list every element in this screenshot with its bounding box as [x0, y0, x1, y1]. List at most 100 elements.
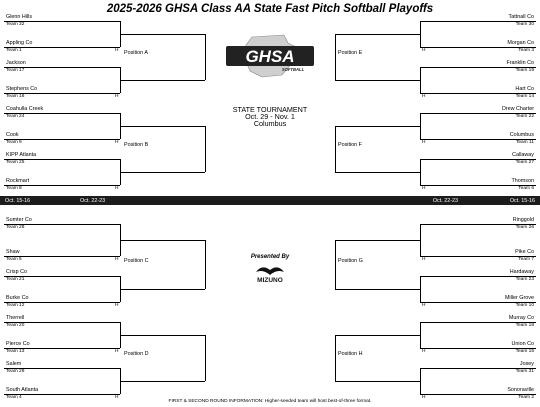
left-round2-connector — [204, 126, 206, 172]
right-team-line — [420, 46, 536, 48]
right-team-line — [420, 66, 536, 68]
right-round2-line — [335, 288, 420, 290]
right-team-seed: Team 31 — [515, 369, 534, 374]
date-left-round1: Oct. 15-16 — [5, 197, 31, 204]
left-team-line — [4, 255, 120, 257]
right-position-label: Position G — [338, 257, 363, 264]
state-tournament-heading: STATE TOURNAMENT — [232, 105, 308, 114]
left-round1-connector — [119, 276, 121, 302]
right-team-seed: Team 7 — [518, 257, 534, 262]
right-team-line — [420, 112, 536, 114]
left-team-line — [4, 184, 120, 186]
right-team-line — [420, 158, 536, 160]
right-round2-line — [335, 334, 420, 336]
right-team-name: Thomson — [511, 178, 534, 184]
left-team-line — [4, 92, 120, 94]
left-home-marker: H — [115, 186, 119, 191]
right-team-line — [420, 321, 536, 323]
left-home-marker: H — [115, 303, 119, 308]
left-team-line — [4, 321, 120, 323]
left-team-line — [4, 301, 120, 303]
left-team-seed: Team 12 — [6, 303, 25, 308]
right-home-marker: H — [422, 349, 426, 354]
right-team-seed: Team 14 — [515, 94, 534, 99]
left-team-name: Shaw — [6, 249, 20, 255]
right-team-seed: Team 26 — [515, 225, 534, 230]
left-team-name: Crisp Co — [6, 269, 27, 275]
left-round2-line — [120, 239, 205, 241]
left-round2-line — [120, 33, 205, 35]
right-team-line — [420, 393, 536, 395]
mizuno-logo: MIZUNO — [250, 262, 290, 284]
left-round2-line — [120, 125, 205, 127]
left-round1-connector — [119, 113, 121, 139]
right-home-marker: H — [422, 140, 426, 145]
right-team-name: Tattnall Co — [508, 14, 534, 20]
right-round2-connector — [334, 34, 336, 80]
left-team-line — [4, 158, 120, 160]
right-round2-line — [335, 79, 420, 81]
logo-text: GHSA — [245, 47, 294, 66]
left-round2-line — [120, 334, 205, 336]
left-round1-connector — [119, 67, 121, 93]
right-team-line — [420, 223, 536, 225]
right-round2-line — [335, 171, 420, 173]
right-round2-connector — [334, 240, 336, 289]
left-round2-connector — [204, 335, 206, 381]
left-team-line — [4, 112, 120, 114]
left-position-label: Position D — [124, 351, 149, 357]
footer-note: FIRST & SECOND ROUND INFORMATION: Higher… — [168, 399, 372, 404]
right-team-seed: Team 27 — [515, 160, 534, 165]
right-team-line — [420, 275, 536, 277]
right-team-line — [420, 184, 536, 186]
right-team-name: Sonoraville — [507, 387, 534, 393]
left-team-name: KIPP Atlanta — [6, 152, 37, 158]
left-round2-line — [120, 79, 205, 81]
left-team-name: Pierce Co — [6, 341, 30, 347]
right-team-line — [420, 255, 536, 257]
right-team-name: Franklin Co — [506, 60, 534, 66]
right-team-name: Drew Charter — [501, 106, 534, 112]
right-team-line — [420, 301, 536, 303]
right-position-label: Position E — [338, 50, 363, 56]
right-team-name: Callaway — [512, 152, 534, 158]
left-round2-connector — [204, 240, 206, 289]
right-team-seed: Team 15 — [515, 349, 534, 354]
left-team-seed: Team 32 — [6, 22, 25, 27]
left-team-seed: Team 4 — [6, 395, 22, 400]
left-position-label: Position B — [124, 142, 149, 148]
right-round2-line — [335, 125, 420, 127]
left-team-seed: Team 16 — [6, 94, 25, 99]
right-team-name: Josey — [519, 361, 534, 367]
left-round2-line — [120, 288, 205, 290]
right-team-seed: Team 18 — [515, 323, 534, 328]
right-team-seed: Team 30 — [515, 22, 534, 27]
right-position-label: Position F — [338, 142, 362, 148]
left-round1-connector — [119, 368, 121, 394]
left-home-marker: H — [115, 140, 119, 145]
right-team-seed: Team 3 — [518, 48, 534, 53]
left-round1-connector — [119, 21, 121, 47]
presented-by: Presented By — [250, 254, 290, 260]
left-team-name: Therrell — [6, 315, 25, 321]
right-team-name: Miller Grove — [504, 295, 534, 301]
left-team-seed: Team 13 — [6, 349, 25, 354]
left-home-marker: H — [115, 395, 119, 400]
left-round1-connector — [119, 159, 121, 185]
left-team-seed: Team 28 — [6, 225, 25, 230]
right-round2-connector — [334, 335, 336, 381]
right-team-line — [420, 138, 536, 140]
left-team-line — [4, 347, 120, 349]
right-round2-line — [335, 239, 420, 241]
right-round2-line — [335, 380, 420, 382]
left-team-name: Jackson — [6, 60, 26, 66]
left-team-line — [4, 20, 120, 22]
left-team-seed: Team 9 — [6, 140, 22, 145]
left-team-line — [4, 66, 120, 68]
right-team-name: Murray Co — [508, 315, 534, 321]
mizuno-runbird-icon: MIZUNO — [256, 267, 284, 284]
right-team-seed: Team 19 — [515, 68, 534, 73]
right-team-name: Morgan Co — [507, 40, 534, 46]
left-round2-connector — [204, 34, 206, 80]
left-team-line — [4, 223, 120, 225]
